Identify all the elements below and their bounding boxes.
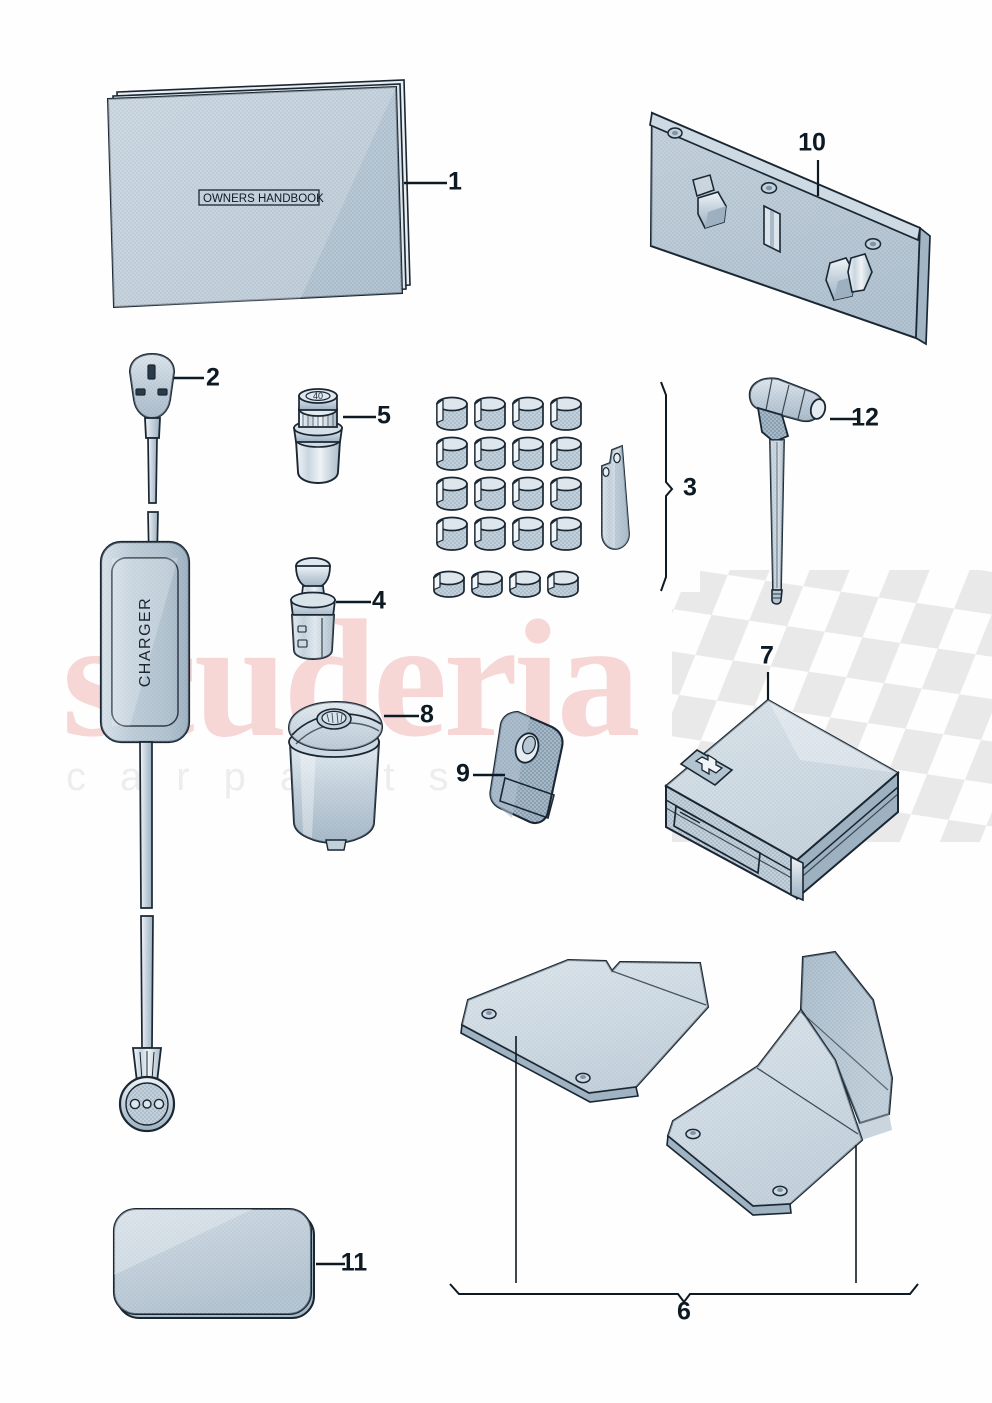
part-number-label-4: 4 bbox=[372, 587, 386, 615]
part-ashtray-insert bbox=[287, 700, 419, 851]
part-charger-assembly: CHARGER bbox=[99, 352, 204, 1133]
part-first-aid-kit bbox=[664, 672, 900, 902]
part-key-fob bbox=[473, 710, 564, 825]
part-number-label-12: 12 bbox=[851, 404, 879, 432]
part-number-label-10: 10 bbox=[798, 129, 826, 157]
wheel-bolt-cap bbox=[512, 516, 544, 551]
socket-adapter-marking: 40 bbox=[313, 391, 323, 401]
part-number-label-6: 6 bbox=[677, 1298, 691, 1326]
floor-mat-front bbox=[666, 950, 894, 1216]
part-charge-connector bbox=[118, 1075, 176, 1133]
part-number-label-8: 8 bbox=[420, 701, 434, 729]
wheel-bolt-cap bbox=[436, 476, 468, 511]
first-aid-cross-icon bbox=[679, 749, 734, 786]
wheel-bolt-cap bbox=[547, 570, 579, 598]
part-socket-adapter: 40 bbox=[292, 388, 376, 484]
part-number-label-1: 1 bbox=[448, 168, 462, 196]
part-charger-unit: CHARGER bbox=[99, 540, 191, 744]
wheel-bolt-cap bbox=[550, 396, 582, 431]
part-cigarette-lighter bbox=[289, 557, 371, 660]
wheel-bolt-cap bbox=[512, 396, 544, 431]
wheel-bolt-cap bbox=[436, 436, 468, 471]
part-floor-mats-set bbox=[449, 950, 919, 1304]
wheel-bolt-cap bbox=[474, 436, 506, 471]
part-number-label-11: 11 bbox=[341, 1249, 368, 1277]
floor-mat-rear bbox=[460, 958, 710, 1103]
wheel-bolt-cap bbox=[474, 396, 506, 431]
wheel-bolt-cap bbox=[509, 570, 541, 598]
part-storage-tray bbox=[112, 1207, 345, 1319]
bolt-cap-puller-tool bbox=[601, 444, 630, 550]
part-number-label-3: 3 bbox=[683, 474, 697, 502]
part-wheel-bolt-caps-set bbox=[433, 381, 674, 598]
part-licence-plate-holder bbox=[649, 111, 931, 346]
wheel-bolt-cap bbox=[512, 476, 544, 511]
handbook-title-text: OWNERS HANDBOOK bbox=[203, 193, 324, 205]
wheel-bolt-cap bbox=[436, 396, 468, 431]
wheel-bolt-cap bbox=[474, 516, 506, 551]
wheel-bolt-cap bbox=[436, 516, 468, 551]
wheel-bolt-cap bbox=[550, 436, 582, 471]
part-number-label-2: 2 bbox=[206, 364, 220, 392]
wheel-bolt-cap bbox=[474, 476, 506, 511]
wheel-bolt-cap bbox=[550, 516, 582, 551]
charger-label-text: CHARGER bbox=[137, 597, 154, 688]
part-mains-plug bbox=[128, 352, 204, 439]
watermark-subtitle: carparts bbox=[66, 755, 483, 799]
part-number-label-7: 7 bbox=[760, 642, 774, 670]
part-tow-eye-tool bbox=[748, 377, 857, 605]
wheel-bolt-cap bbox=[433, 570, 465, 598]
wheel-bolt-cap bbox=[550, 476, 582, 511]
wheel-bolt-cap bbox=[471, 570, 503, 598]
part-owners-handbook: OWNERS HANDBOOK bbox=[106, 79, 447, 309]
wheel-bolt-cap bbox=[512, 436, 544, 471]
part-number-label-9: 9 bbox=[456, 760, 470, 788]
part-number-label-5: 5 bbox=[377, 402, 391, 430]
